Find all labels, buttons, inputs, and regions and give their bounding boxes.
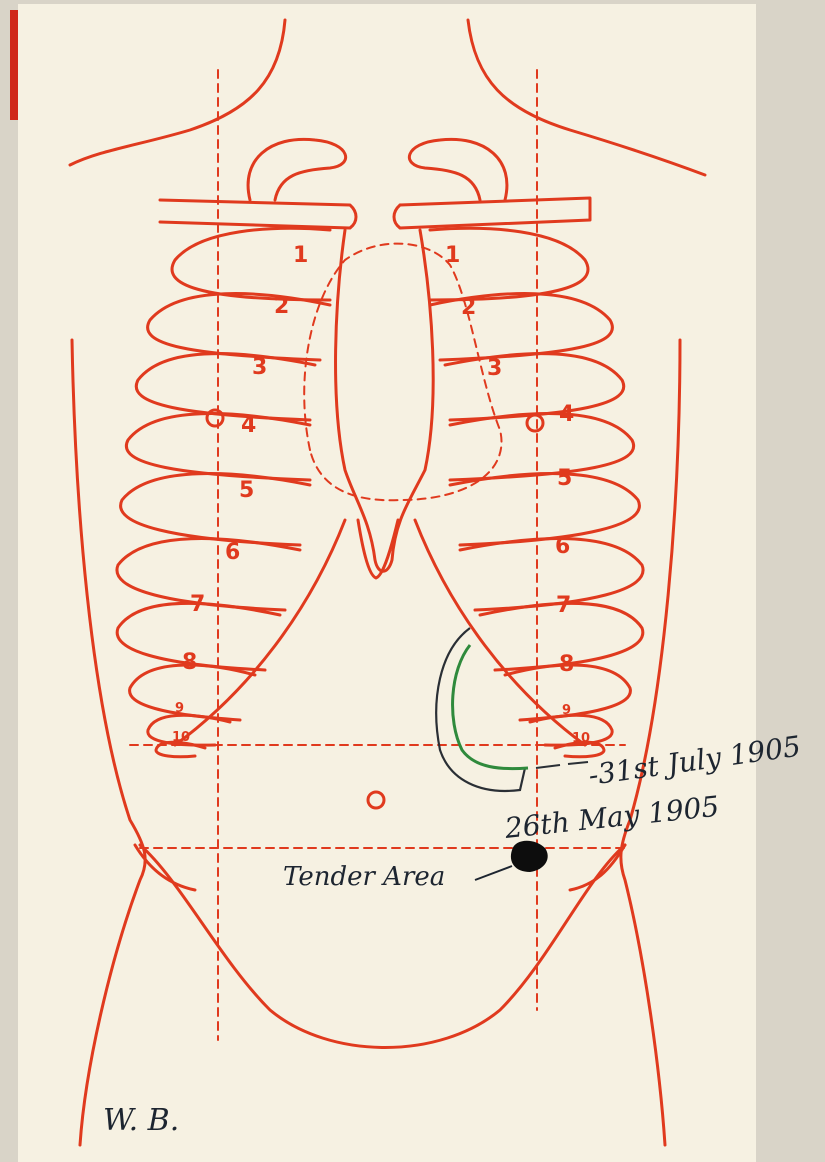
rib-left-label-2: 2 xyxy=(274,294,289,319)
rib-right-label-6: 6 xyxy=(555,534,570,559)
rib-left-label-5: 5 xyxy=(239,478,254,503)
red-edge-mark xyxy=(10,10,18,120)
rib-left-label-7: 7 xyxy=(190,592,205,617)
annotation-tender-area: Tender Area xyxy=(283,862,445,892)
rib-left-label-6: 6 xyxy=(225,540,240,565)
rib-right-label-10: 10 xyxy=(572,731,590,746)
rib-left-label-1: 1 xyxy=(293,243,308,268)
rib-left-label-3: 3 xyxy=(252,355,267,380)
annotation-initials: W. B. xyxy=(103,1103,179,1138)
rib-left-label-8: 8 xyxy=(182,650,197,675)
rib-right-label-4: 4 xyxy=(559,402,574,427)
rib-right-label-2: 2 xyxy=(461,295,476,320)
rib-right-label-3: 3 xyxy=(487,356,502,381)
rib-right-label-5: 5 xyxy=(557,466,572,491)
rib-right-label-9: 9 xyxy=(562,703,571,718)
rib-left-label-4: 4 xyxy=(241,413,256,438)
rib-right-label-7: 7 xyxy=(556,593,571,618)
rib-left-label-10: 10 xyxy=(172,730,190,745)
rib-left-label-9: 9 xyxy=(175,701,184,716)
rib-right-label-8: 8 xyxy=(559,652,574,677)
rib-right-label-1: 1 xyxy=(445,243,460,268)
